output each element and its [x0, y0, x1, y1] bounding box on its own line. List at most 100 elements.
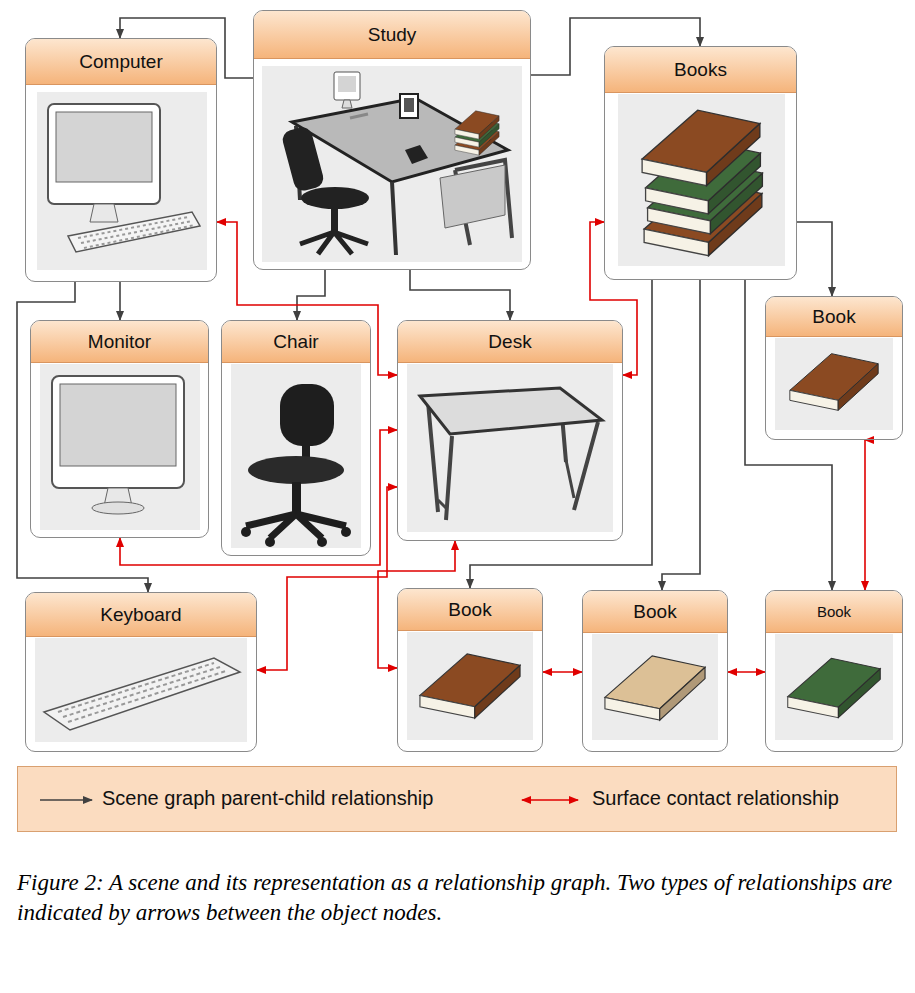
illustration-part — [400, 94, 418, 118]
node-title: Keyboard — [100, 604, 181, 626]
illustration-part — [262, 66, 522, 262]
book-picture — [605, 656, 705, 720]
books-picture — [642, 110, 762, 256]
book-picture — [790, 354, 878, 411]
monitor-picture — [52, 376, 184, 514]
node-title: Study — [368, 24, 417, 46]
hierarchy-arrow — [297, 270, 325, 320]
illustration-part — [90, 204, 118, 222]
illustration-part — [241, 527, 251, 537]
illustration-part — [317, 537, 327, 547]
illustration-part — [775, 338, 893, 430]
node-header: Keyboard — [26, 593, 256, 637]
illustration-part — [56, 112, 152, 182]
object-node: Computer — [25, 38, 217, 282]
legend-line-sample — [522, 799, 578, 801]
desk-picture — [420, 388, 602, 520]
node-title: Computer — [79, 51, 162, 73]
illustration-part — [592, 634, 718, 740]
node-title: Book — [812, 306, 855, 328]
illustration-part — [331, 208, 338, 232]
legend-text: Surface contact relationship — [592, 787, 839, 810]
illustration-part — [265, 537, 275, 547]
illustration-part — [300, 232, 368, 254]
illustration-part — [40, 364, 200, 530]
figure-caption: Figure 2: A scene and its representation… — [17, 868, 902, 928]
illustration-part — [420, 388, 602, 434]
book-picture — [420, 654, 520, 718]
hierarchy-arrow — [662, 280, 700, 590]
illustration-part — [404, 98, 414, 112]
illustration-part — [775, 634, 893, 740]
node-header: Computer — [26, 39, 216, 85]
illustration-part — [455, 111, 499, 139]
hierarchy-arrow — [797, 222, 832, 296]
node-header: Study — [254, 11, 530, 59]
node-title: Book — [817, 603, 851, 620]
study-scene — [280, 72, 512, 255]
node-header: Monitor — [31, 321, 208, 363]
node-header: Desk — [398, 321, 622, 363]
illustration-part — [350, 114, 368, 118]
object-node: Book — [765, 296, 903, 440]
node-title: Desk — [488, 331, 531, 353]
illustration-part — [407, 364, 613, 532]
computer-picture — [48, 104, 200, 252]
hierarchy-arrow — [410, 270, 510, 320]
book-picture — [788, 658, 881, 717]
keyboard-picture — [44, 658, 240, 730]
contact-arrow — [257, 487, 397, 670]
illustration-part — [78, 217, 195, 248]
object-node: Book — [765, 590, 903, 752]
object-node: Keyboard — [25, 592, 257, 752]
contact-arrow — [217, 222, 397, 375]
node-header: Book — [766, 591, 902, 633]
illustration-part — [241, 527, 351, 547]
node-header: Books — [605, 47, 796, 93]
node-title: Monitor — [88, 331, 151, 353]
illustration-part — [334, 72, 360, 100]
contact-arrow — [543, 671, 582, 673]
node-header: Chair — [222, 321, 370, 363]
illustration-part — [618, 94, 785, 266]
illustration-part — [438, 460, 574, 508]
illustration-part — [48, 104, 160, 204]
illustration-part — [301, 187, 369, 209]
contact-arrow — [728, 671, 765, 673]
illustration-part — [280, 384, 334, 446]
illustration-part — [407, 632, 533, 740]
illustration-part — [338, 76, 356, 92]
illustration-part — [642, 110, 760, 186]
object-node: Desk — [397, 320, 623, 541]
node-title: Chair — [273, 331, 318, 353]
hierarchy-arrow — [119, 282, 121, 320]
object-node: Monitor — [30, 320, 209, 538]
object-node: Book — [582, 590, 728, 752]
illustration-part — [37, 92, 207, 270]
illustration-part — [52, 376, 184, 488]
node-title: Book — [448, 599, 491, 621]
illustration-part — [60, 384, 176, 466]
node-title: Books — [674, 59, 727, 81]
legend-line-sample — [40, 799, 92, 801]
node-header: Book — [398, 589, 542, 631]
illustration-part — [341, 527, 351, 537]
illustration-part — [246, 514, 346, 538]
node-title: Book — [633, 601, 676, 623]
illustration-part — [405, 145, 428, 164]
node-header: Book — [766, 297, 902, 337]
illustration-part — [58, 663, 226, 722]
object-node: Books — [604, 46, 797, 280]
illustration-part — [248, 456, 344, 484]
illustration-part — [92, 502, 144, 514]
object-node: Book — [397, 588, 543, 752]
illustration-part — [35, 638, 247, 742]
legend-text: Scene graph parent-child relationship — [102, 787, 433, 810]
illustration-part — [440, 165, 505, 228]
chair-picture — [241, 384, 351, 547]
object-node: Study — [253, 10, 531, 270]
